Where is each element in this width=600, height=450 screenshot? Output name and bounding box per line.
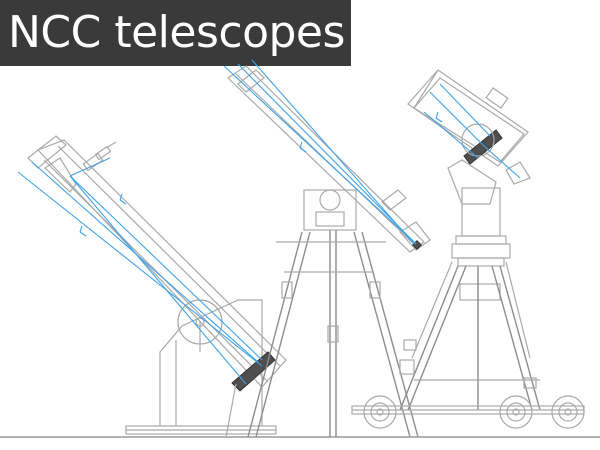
title-banner: NCC telescopes bbox=[0, 0, 351, 66]
catadioptric-pier bbox=[461, 187, 501, 237]
catadioptric-eyepiece bbox=[505, 161, 531, 185]
dobsonian-rocker-box bbox=[159, 299, 263, 426]
dolly-wheel bbox=[551, 395, 585, 429]
secondary-mirror bbox=[44, 157, 77, 193]
refractor-telescope bbox=[223, 59, 431, 438]
catadioptric-light-rays bbox=[423, 83, 521, 179]
dobsonian-tube bbox=[36, 139, 287, 388]
dobsonian-focuser bbox=[82, 141, 117, 172]
dolly-wheel bbox=[363, 395, 397, 429]
primary-mirror bbox=[231, 351, 276, 392]
refractor-light-rays bbox=[223, 59, 417, 245]
catadioptric-tube bbox=[407, 69, 529, 167]
catadioptric-tripod-leg-right bbox=[499, 265, 541, 411]
page-title: NCC telescopes bbox=[8, 7, 345, 58]
catadioptric-tripod-leg-left bbox=[399, 265, 459, 411]
objective-lens-cell bbox=[237, 69, 265, 93]
refractor-focuser bbox=[399, 221, 431, 251]
dobsonian-light-rays bbox=[17, 157, 263, 385]
catadioptric-telescope bbox=[351, 69, 585, 429]
refractor-tripod-leg-right bbox=[361, 231, 419, 438]
finder-scope bbox=[381, 189, 407, 211]
dolly-wheel bbox=[499, 395, 533, 429]
dobsonian-telescope bbox=[17, 135, 287, 438]
catadioptric-fork-arm bbox=[447, 159, 497, 205]
refractor-tube bbox=[227, 65, 425, 253]
refractor-tripod-leg-left bbox=[247, 231, 303, 438]
